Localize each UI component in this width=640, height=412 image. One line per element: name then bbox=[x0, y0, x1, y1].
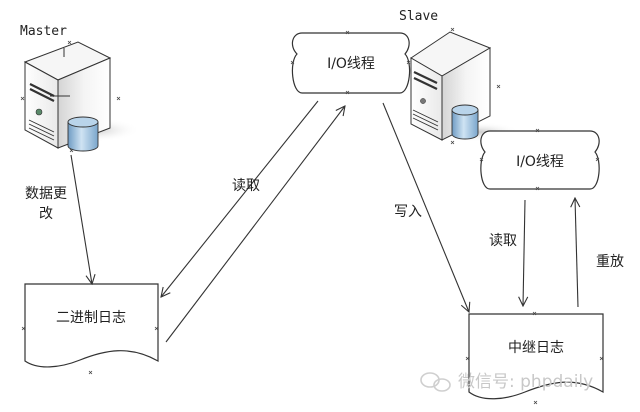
watermark: 微信号: phpdaily bbox=[420, 372, 593, 392]
master-io-thread-label: I/O线程 bbox=[327, 56, 375, 72]
binary-log-shape bbox=[24, 283, 159, 368]
edge-replay: 重放 bbox=[575, 198, 624, 308]
edge-read-relay: 读取 bbox=[489, 199, 525, 306]
watermark-text: 微信号: phpdaily bbox=[458, 372, 593, 392]
master-io-thread-node: I/O线程 bbox=[290, 30, 411, 95]
write-label: 写入 bbox=[394, 204, 422, 220]
master-database-icon bbox=[67, 116, 99, 152]
relay-log-label: 中继日志 bbox=[508, 340, 564, 356]
wechat-icon bbox=[420, 372, 451, 392]
edge-read-binlog: 读取 bbox=[161, 100, 319, 297]
binary-log-label: 二进制日志 bbox=[56, 310, 126, 326]
slave-io-thread-node: I/O线程 bbox=[479, 128, 600, 191]
binlog-to-io-arrow bbox=[165, 106, 345, 343]
relay-log-node: 中继日志 bbox=[465, 311, 604, 405]
slave-node: Slave bbox=[399, 9, 520, 145]
read-binlog-arrow bbox=[161, 100, 319, 297]
slave-io-thread-label: I/O线程 bbox=[516, 154, 564, 170]
read-relay-arrow bbox=[523, 199, 525, 306]
data-change-label-line1: 数据更 bbox=[25, 186, 67, 202]
replay-label: 重放 bbox=[596, 254, 624, 270]
data-change-label-line2: 改 bbox=[39, 206, 53, 222]
edge-data-change: 数据更 改 bbox=[25, 154, 92, 284]
replay-arrow bbox=[575, 198, 578, 308]
relay-log-shape bbox=[468, 313, 604, 400]
master-label: Master bbox=[20, 24, 67, 39]
slave-label: Slave bbox=[399, 9, 438, 24]
data-change-arrow bbox=[70, 154, 92, 284]
slave-io-thread-shape bbox=[480, 130, 600, 190]
edge-binlog-to-io bbox=[165, 106, 345, 343]
master-node: Master bbox=[20, 24, 140, 153]
slave-server-icon bbox=[410, 31, 520, 142]
slave-database-icon bbox=[451, 104, 479, 140]
binary-log-node: 二进制日志 bbox=[21, 283, 159, 375]
read-relay-label: 读取 bbox=[489, 232, 517, 249]
slave-connection-points bbox=[450, 27, 501, 145]
master-io-thread-shape bbox=[291, 32, 411, 94]
read-binlog-label: 读取 bbox=[232, 177, 260, 194]
master-connection-points bbox=[20, 40, 121, 153]
write-arrow bbox=[382, 102, 469, 312]
edge-write: 写入 bbox=[382, 102, 469, 312]
master-server-icon bbox=[23, 41, 140, 152]
